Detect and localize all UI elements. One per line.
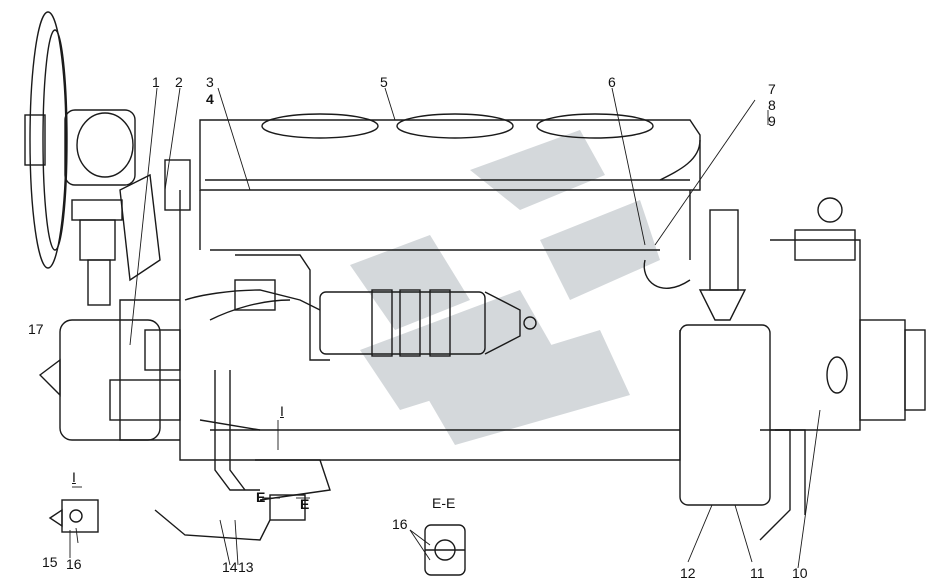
- injector-pump: [119, 159, 276, 371]
- section-e-right-mark: E: [300, 496, 310, 512]
- callout-11: 11: [750, 565, 765, 581]
- callout-4: 4: [206, 91, 214, 107]
- cylinder-head: [199, 113, 701, 260]
- callout-13: 13: [238, 559, 254, 575]
- transmission-housing: [679, 197, 926, 506]
- callout-16-detail: 16: [66, 556, 82, 572]
- callout-12: 12: [680, 565, 696, 581]
- callout-7: 7: [768, 81, 776, 97]
- detail-one-title: I: [72, 469, 76, 485]
- callout-1: 1: [152, 74, 160, 90]
- detail-one-marker: I: [280, 403, 284, 419]
- callout-5: 5: [380, 74, 388, 90]
- callout-3: 3: [206, 74, 214, 90]
- callout-2: 2: [175, 74, 183, 90]
- callout-6: 6: [608, 74, 616, 90]
- leader-lines: [69, 87, 821, 569]
- detail-one-view: [48, 499, 99, 533]
- fuel-filter: [319, 289, 537, 357]
- fuel-lines: [184, 254, 330, 491]
- callout-10: 10: [792, 565, 808, 581]
- callout-8: 8: [768, 97, 776, 113]
- section-e-left-mark: E: [256, 489, 266, 505]
- section-ee-view: [424, 524, 466, 576]
- callout-16-section: 16: [392, 516, 408, 532]
- callout-14: 14: [222, 559, 238, 575]
- callout-9: 9: [768, 113, 776, 129]
- callout-17: 17: [28, 321, 44, 337]
- coolant-pipe: [643, 139, 806, 541]
- oil-sump: [154, 459, 331, 541]
- callout-15: 15: [42, 554, 58, 570]
- section-ee-title: E-E: [432, 495, 456, 511]
- flywheel: [24, 11, 136, 306]
- watermark-logo: [350, 130, 660, 445]
